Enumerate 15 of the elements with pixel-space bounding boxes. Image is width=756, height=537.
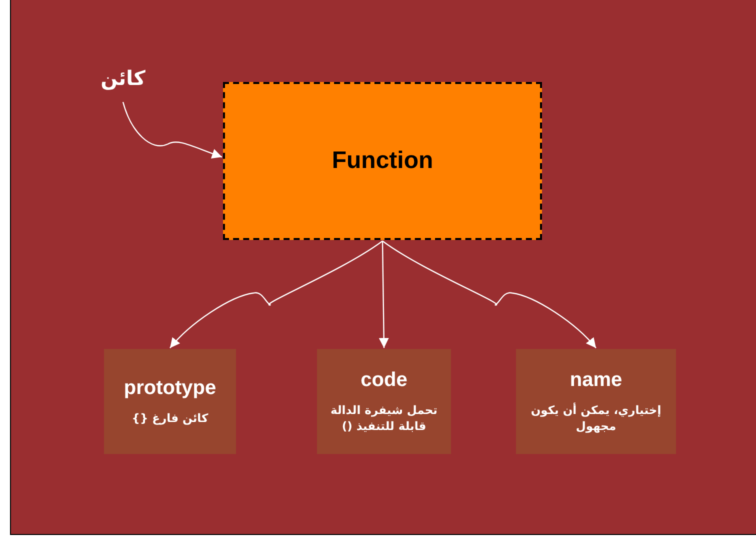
object-label: كائن [93, 62, 153, 94]
arrow [382, 240, 596, 348]
property-description: إختياري، يمكن أن يكون مجهول [530, 402, 662, 434]
property-box [104, 349, 236, 454]
arrow [122, 102, 222, 158]
property-name: name [570, 369, 622, 392]
property-name: prototype [124, 377, 216, 400]
property-box [317, 349, 451, 454]
property-description: تحمل شيفرة الدالة قابلة للتنفيذ () [330, 402, 438, 434]
property-box [516, 349, 676, 454]
arrow [170, 240, 383, 348]
property-description: كائن فارغ {} [132, 410, 208, 426]
function-box: Function [223, 82, 542, 240]
property-name: code [360, 369, 408, 392]
arrow [378, 241, 389, 348]
